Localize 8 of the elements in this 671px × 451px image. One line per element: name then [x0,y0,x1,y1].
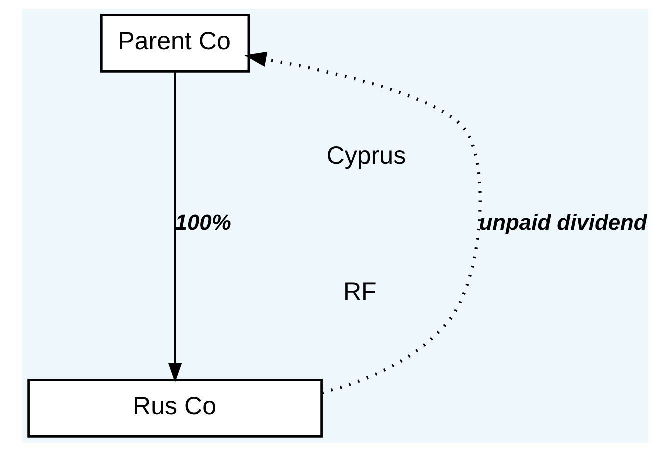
edge-label: unpaid dividend [479,210,648,235]
edge-label: 100% [175,210,232,235]
node-box: Parent Co [100,14,250,72]
label: Cyprus [326,141,406,170]
label: RF [343,278,377,306]
arrow [244,51,482,394]
arrow [168,72,182,382]
node-box: Rus Co [28,378,323,438]
